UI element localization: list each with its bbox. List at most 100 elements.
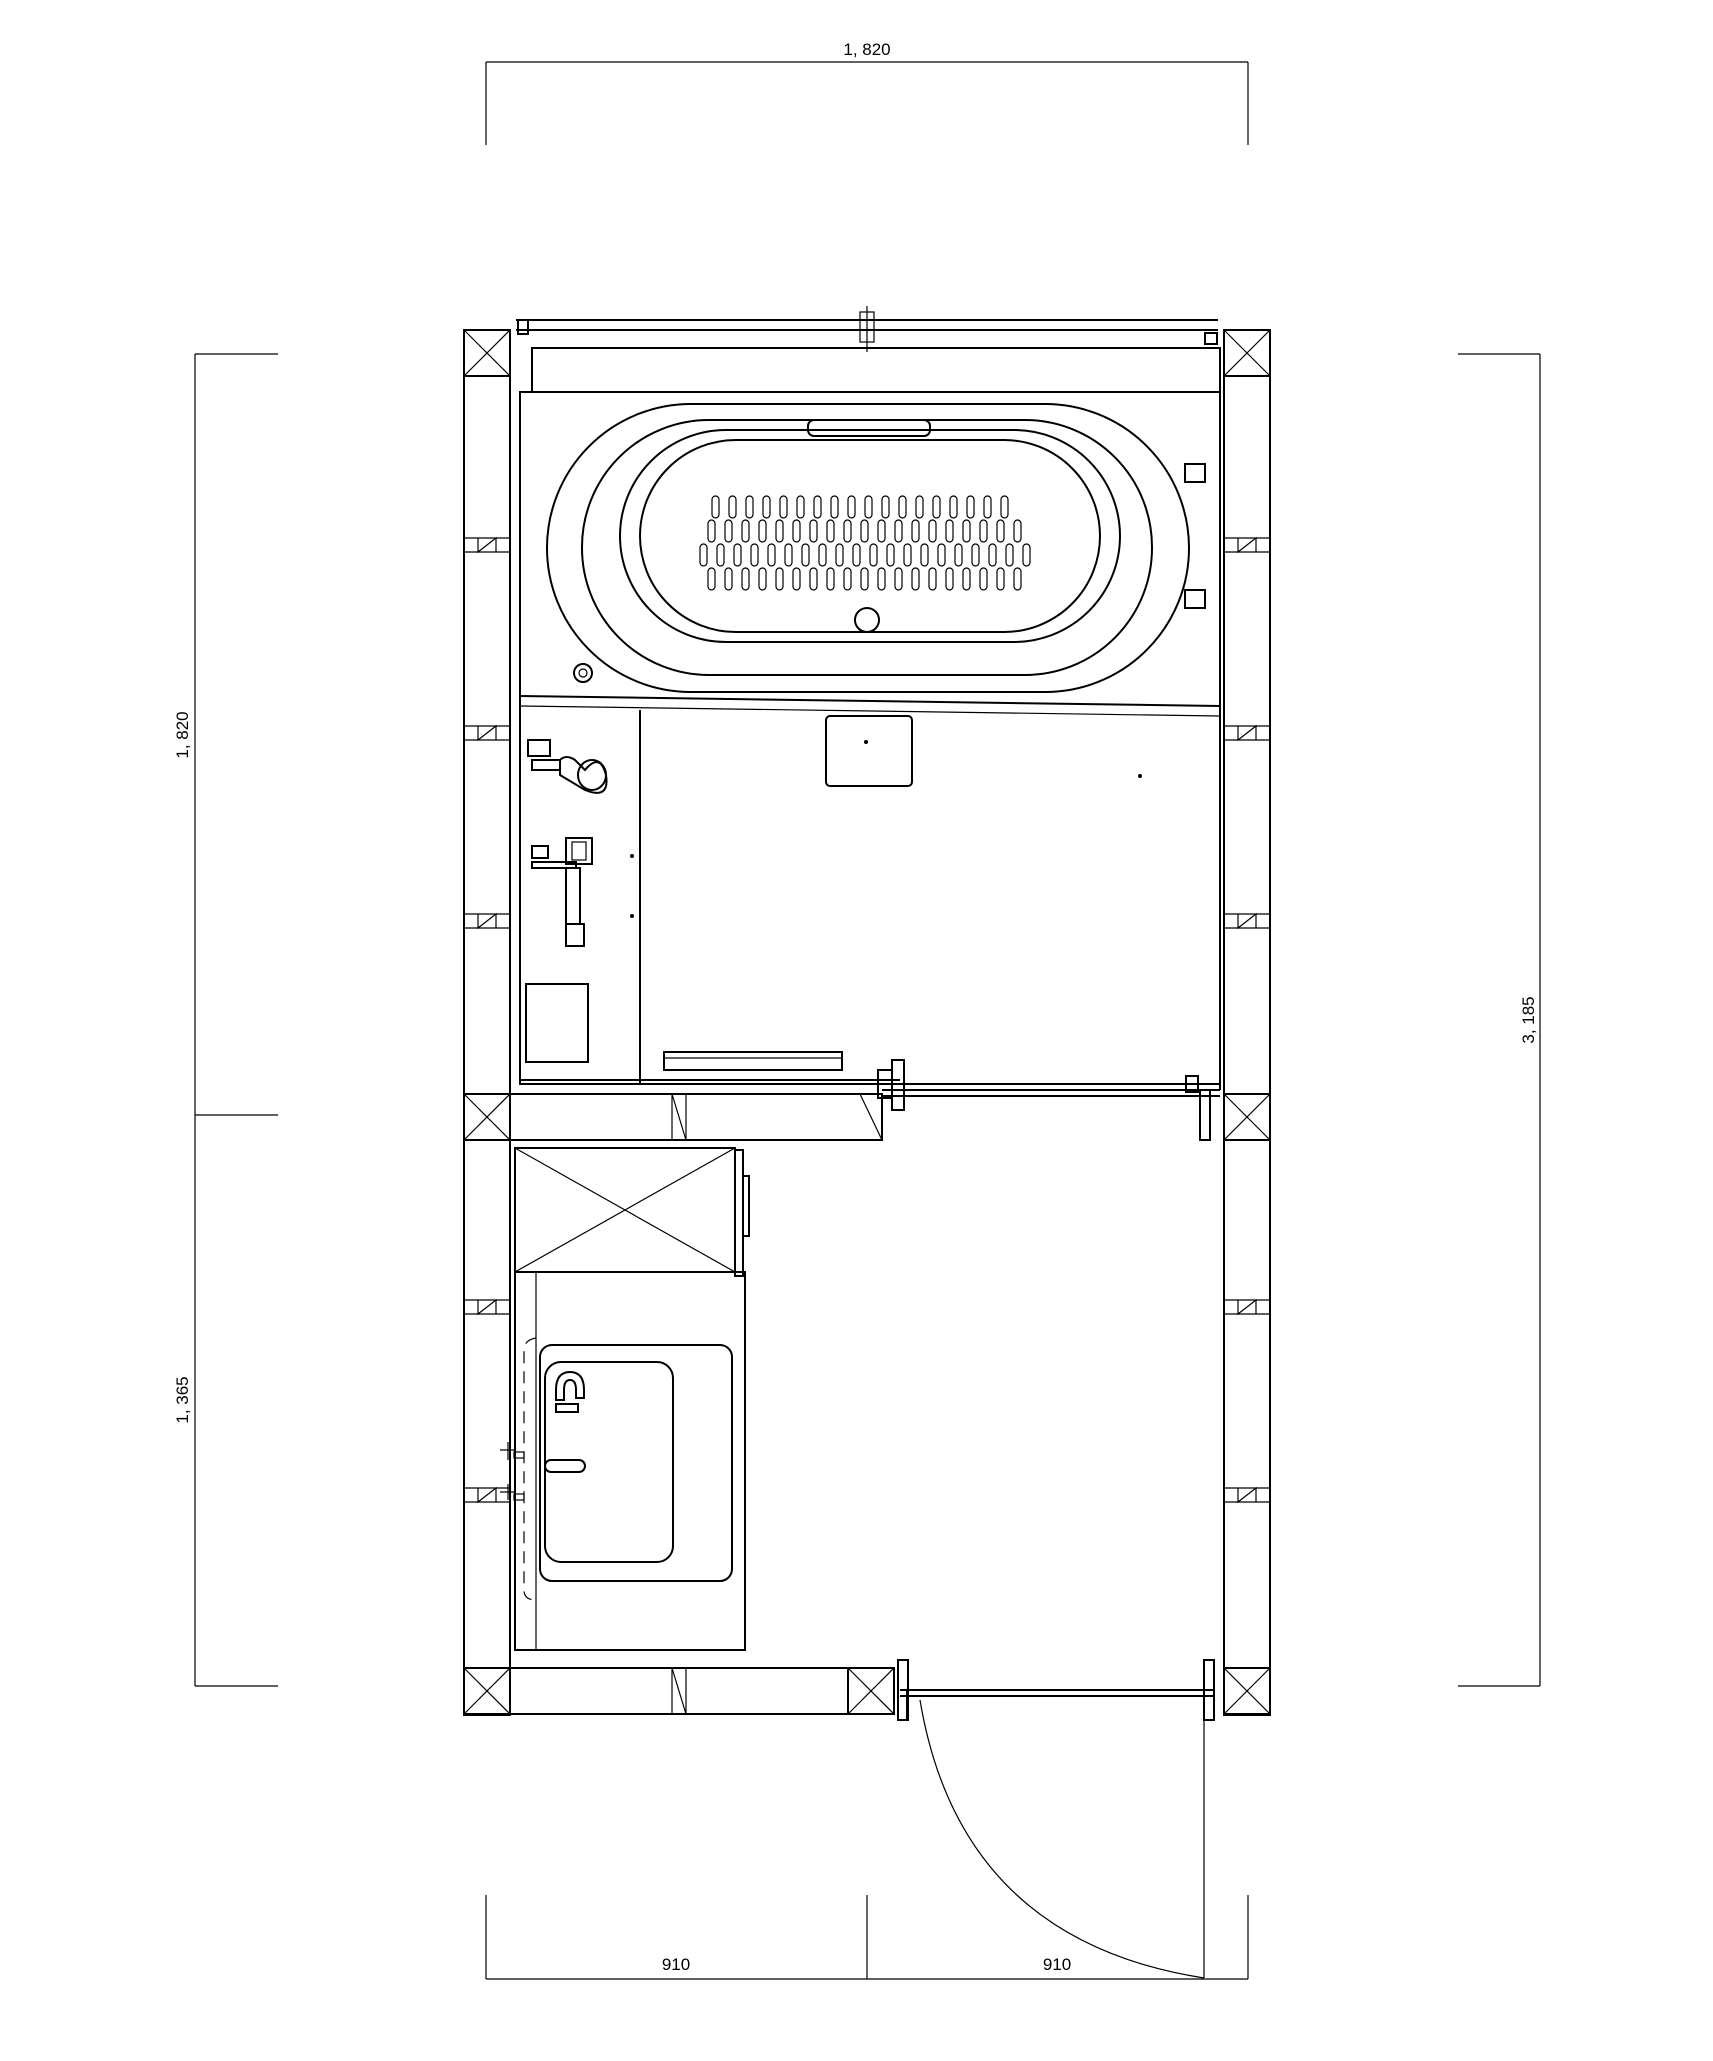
dim-right-label: 3, 185: [1519, 996, 1538, 1043]
entrance-door: [906, 1690, 1205, 1979]
anti-slip-dot: [860, 567, 869, 591]
anti-slip-dot: [826, 519, 835, 543]
anti-slip-dot: [894, 567, 903, 591]
anti-slip-dot: [728, 495, 737, 519]
anti-slip-dot: [877, 567, 886, 591]
anti-slip-dot: [864, 495, 873, 519]
anti-slip-dot: [775, 567, 784, 591]
anti-slip-dot: [911, 519, 920, 543]
dimension-top: 1, 820: [485, 40, 1249, 145]
anti-slip-dot: [966, 495, 975, 519]
anti-slip-dot: [983, 495, 992, 519]
bath-door: [520, 1059, 1220, 1141]
anti-slip-dot: [886, 543, 895, 567]
counter: [663, 1051, 843, 1071]
bottom-wall: [509, 1659, 1215, 1721]
tub-step: [825, 715, 913, 787]
anti-slip-dot: [996, 519, 1005, 543]
anti-slip-dot: [988, 543, 997, 567]
anti-slip-dot: [792, 567, 801, 591]
anti-slip-dot: [898, 495, 907, 519]
anti-slip-dot: [928, 519, 937, 543]
anti-slip-dot: [932, 495, 941, 519]
column-bottom-left: [463, 1667, 511, 1715]
anti-slip-dot: [915, 495, 924, 519]
anti-slip-dot: [818, 543, 827, 567]
anti-slip-dot: [843, 567, 852, 591]
anti-slip-pattern: [699, 495, 1031, 591]
drain-icon: [854, 607, 880, 633]
column-bottom-right: [1223, 1667, 1271, 1715]
anti-slip-dot: [996, 567, 1005, 591]
anti-slip-dot: [894, 519, 903, 543]
anti-slip-dot: [1013, 567, 1022, 591]
partition-wall: [509, 1089, 1220, 1141]
knob-icon: [573, 663, 593, 683]
vanity-sink: [500, 1271, 746, 1651]
anti-slip-dot: [779, 495, 788, 519]
anti-slip-dot: [979, 519, 988, 543]
dim-bottom-left-label: 910: [662, 1955, 690, 1974]
anti-slip-dot: [971, 543, 980, 567]
anti-slip-dot: [835, 543, 844, 567]
anti-slip-dot: [920, 543, 929, 567]
anti-slip-dot: [1000, 495, 1009, 519]
handle-icon: [544, 1459, 586, 1473]
anti-slip-dot: [903, 543, 912, 567]
anti-slip-dot: [741, 519, 750, 543]
anti-slip-dot: [869, 543, 878, 567]
anti-slip-dot: [847, 495, 856, 519]
anti-slip-dot: [758, 519, 767, 543]
anti-slip-dot: [745, 495, 754, 519]
anti-slip-dot: [945, 519, 954, 543]
anti-slip-dot: [733, 543, 742, 567]
anti-slip-dot: [724, 519, 733, 543]
dim-top-label: 1, 820: [843, 40, 890, 59]
anti-slip-dot: [945, 567, 954, 591]
anti-slip-dot: [954, 543, 963, 567]
shower-faucet: [527, 739, 608, 794]
anti-slip-dot: [699, 543, 708, 567]
dressing-room: [500, 1147, 1205, 1979]
anti-slip-dot: [1022, 543, 1031, 567]
bathtub: [546, 403, 1206, 693]
anti-slip-dot: [843, 519, 852, 543]
anti-slip-dot: [962, 519, 971, 543]
anti-slip-dot: [881, 495, 890, 519]
shower-mixer: [531, 837, 593, 947]
anti-slip-dot: [716, 543, 725, 567]
anti-slip-dot: [949, 495, 958, 519]
anti-slip-dot: [830, 495, 839, 519]
column-mid-right: [1223, 1093, 1271, 1141]
anti-slip-dot: [826, 567, 835, 591]
anti-slip-dot: [775, 519, 784, 543]
column-top-right: [1223, 329, 1271, 377]
dim-left-upper-label: 1, 820: [173, 711, 192, 758]
anti-slip-dot: [962, 567, 971, 591]
dim-bottom-right-label: 910: [1043, 1955, 1071, 1974]
anti-slip-dot: [937, 543, 946, 567]
anti-slip-dot: [911, 567, 920, 591]
anti-slip-dot: [724, 567, 733, 591]
anti-slip-dot: [707, 567, 716, 591]
anti-slip-dot: [1013, 519, 1022, 543]
column-bottom-center: [847, 1667, 895, 1715]
anti-slip-dot: [809, 519, 818, 543]
anti-slip-dot: [784, 543, 793, 567]
anti-slip-dot: [860, 519, 869, 543]
bath-shelf: [525, 983, 589, 1063]
anti-slip-dot: [707, 519, 716, 543]
anti-slip-dot: [758, 567, 767, 591]
anti-slip-dot: [750, 543, 759, 567]
corner-columns: [463, 329, 1271, 1715]
column-top-left: [463, 329, 511, 377]
anti-slip-dot: [741, 567, 750, 591]
dimension-bottom: 910 910: [485, 1895, 1249, 1980]
anti-slip-dot: [762, 495, 771, 519]
anti-slip-dot: [928, 567, 937, 591]
anti-slip-dot: [767, 543, 776, 567]
anti-slip-dot: [979, 567, 988, 591]
stud-right: [1224, 536, 1270, 1504]
stud-markers: [464, 536, 1270, 1504]
anti-slip-dot: [801, 543, 810, 567]
